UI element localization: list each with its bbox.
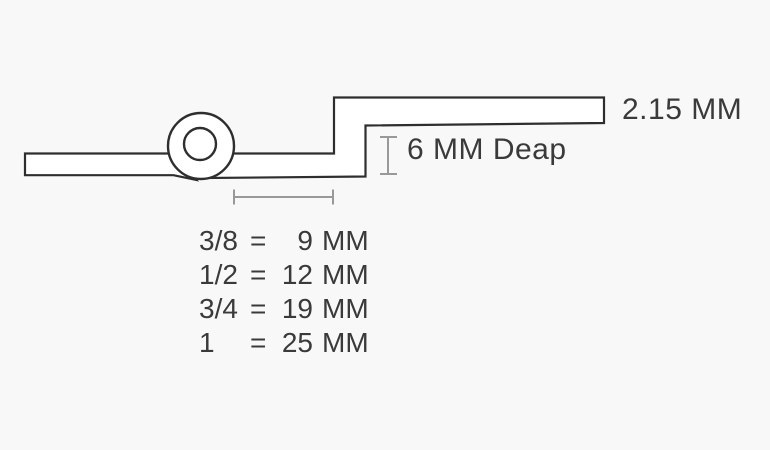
conversion-fraction: 3/4 — [199, 293, 238, 324]
conversion-value: 12 — [281, 259, 313, 290]
conversion-fraction: 1/2 — [199, 259, 238, 290]
depth-label: 6 MM Deap — [407, 133, 567, 166]
conversion-value: 25 — [281, 327, 313, 358]
equals-sign: = — [250, 225, 267, 256]
conversion-row: 1/2 = 12 MM — [199, 258, 369, 292]
conversion-table: 3/8 = 9 MM 1/2 = 12 MM 3/4 = 19 MM 1 = 2… — [199, 224, 369, 360]
conversion-unit: MM — [322, 327, 369, 358]
equals-sign: = — [250, 327, 267, 358]
conversion-row: 3/8 = 9 MM — [199, 224, 369, 258]
conversion-unit: MM — [322, 293, 369, 324]
conversion-unit: MM — [322, 225, 369, 256]
conversion-fraction: 1 — [199, 327, 215, 358]
right-leaf — [203, 96, 606, 180]
conversion-fraction: 3/8 — [199, 225, 238, 256]
equals-sign: = — [250, 259, 267, 290]
equals-sign: = — [250, 293, 267, 324]
thickness-label: 2.15 MM — [622, 93, 743, 126]
conversion-row: 3/4 = 19 MM — [199, 292, 369, 326]
conversion-value: 9 — [297, 225, 313, 256]
conversion-row: 1 = 25 MM — [199, 326, 369, 360]
offset-dimension-line — [233, 189, 334, 205]
depth-dimension-line — [380, 136, 397, 175]
conversion-unit: MM — [322, 259, 369, 290]
knuckle-pin-hole — [182, 126, 218, 162]
conversion-value: 19 — [281, 293, 313, 324]
